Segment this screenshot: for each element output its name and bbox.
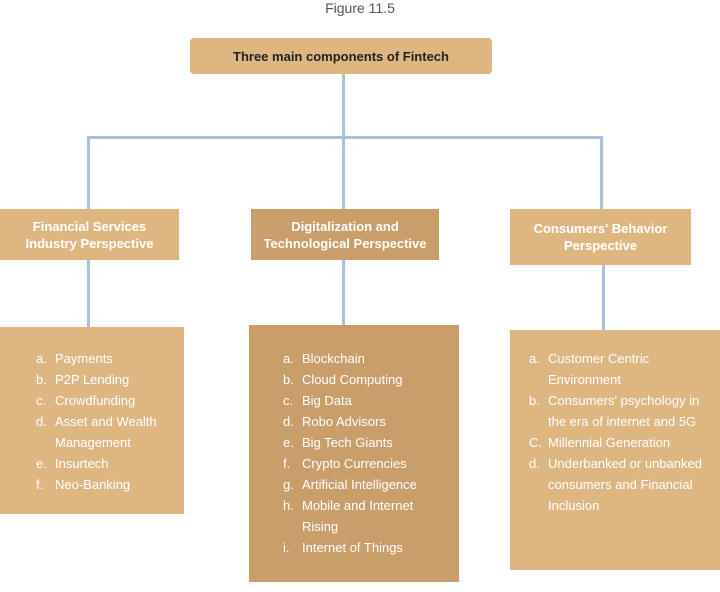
list-marker: d. (36, 414, 47, 429)
list-item-text: Insurtech (55, 456, 109, 471)
connector (342, 136, 345, 209)
list-item: e. Insurtech (36, 453, 164, 474)
list-item: a. Payments (36, 348, 164, 369)
list-item-text: P2P Lending (55, 372, 130, 387)
list-item: h. Mobile and Internet Rising (283, 495, 429, 537)
list-item-text: Mobile and Internet Rising (302, 498, 414, 534)
list-marker: c. (36, 393, 47, 408)
list-item-text: Consumers' psychology in the era of inte… (548, 393, 700, 429)
list-item-text: Big Tech Giants (302, 435, 393, 450)
connector (602, 265, 605, 330)
list-item: a. Customer Centric Environment (529, 348, 706, 390)
list-item-text: Big Data (302, 393, 352, 408)
connector (87, 136, 90, 209)
list-marker: h. (283, 498, 294, 513)
list-marker: f. (36, 477, 44, 492)
list-item: d. Robo Advisors (283, 411, 429, 432)
list-item-text: Internet of Things (302, 540, 403, 555)
branch-financial-services: Financial Services Industry Perspective (0, 209, 179, 260)
connector (87, 136, 603, 139)
consumers-behavior-list: a. Customer Centric Environment b. Consumer… (510, 330, 720, 570)
list-marker: f. (283, 456, 291, 471)
list-marker: c. (283, 393, 294, 408)
list-marker: d. (529, 456, 540, 471)
list-item-text: Customer Centric Environment (548, 351, 650, 387)
list-marker: e. (283, 435, 294, 450)
financial-services-list: a. Payments b. P2P Lending c. Crowdfunding d. A… (0, 327, 184, 514)
list-item-text: Asset and Wealth Management (55, 414, 157, 450)
list-item-text: Millennial Generation (548, 435, 671, 450)
list-item: b. Cloud Computing (283, 369, 429, 390)
list-marker: b. (529, 393, 540, 408)
list-item: c. Crowdfunding (36, 390, 164, 411)
list-marker: a. (529, 351, 540, 366)
list-item: g. Artificial Intelligence (283, 474, 429, 495)
list-item: i. Internet of Things (283, 537, 429, 558)
list-item-text: Cloud Computing (302, 372, 403, 387)
list-item: b. P2P Lending (36, 369, 164, 390)
list-item: f. Crypto Currencies (283, 453, 429, 474)
list-marker: g. (283, 477, 294, 492)
digitalization-list: a. Blockchain b. Cloud Computing c. Big Data d… (249, 325, 459, 582)
list-marker: e. (36, 456, 47, 471)
figure-label: Figure 11.5 (325, 0, 395, 16)
list-item: d. Underbanked or unbanked consumers and … (529, 453, 706, 516)
branch-digitalization: Digitalization and Technological Perspec… (251, 209, 439, 260)
list-item-text: Robo Advisors (302, 414, 386, 429)
connector (342, 260, 345, 326)
list-item-text: Crypto Currencies (302, 456, 407, 471)
branch-consumers-behavior: Consumers' Behavior Perspective (510, 209, 691, 265)
root-node: Three main components of Fintech (190, 38, 492, 74)
list-marker: b. (283, 372, 294, 387)
list-item-text: Blockchain (302, 351, 365, 366)
list-item-text: Crowdfunding (55, 393, 136, 408)
list-marker: b. (36, 372, 47, 387)
list-marker: a. (36, 351, 47, 366)
list-marker: i. (283, 540, 290, 555)
list-marker: a. (283, 351, 294, 366)
connector (342, 74, 345, 138)
list-item-text: Neo-Banking (55, 477, 131, 492)
list-item-text: Artificial Intelligence (302, 477, 417, 492)
list-item: c. Big Data (283, 390, 429, 411)
list-item: b. Consumers' psychology in the era of in… (529, 390, 706, 432)
list-item-text: Underbanked or unbanked consumers and Fi… (548, 456, 702, 513)
list-item: e. Big Tech Giants (283, 432, 429, 453)
list-item: a. Blockchain (283, 348, 429, 369)
list-marker: d. (283, 414, 294, 429)
list-item: C. Millennial Generation (529, 432, 706, 453)
connector (600, 136, 603, 209)
connector (87, 260, 90, 327)
list-item: f. Neo-Banking (36, 474, 164, 495)
list-item-text: Payments (55, 351, 113, 366)
list-item: d. Asset and Wealth Management (36, 411, 164, 453)
list-marker: C. (529, 435, 542, 450)
